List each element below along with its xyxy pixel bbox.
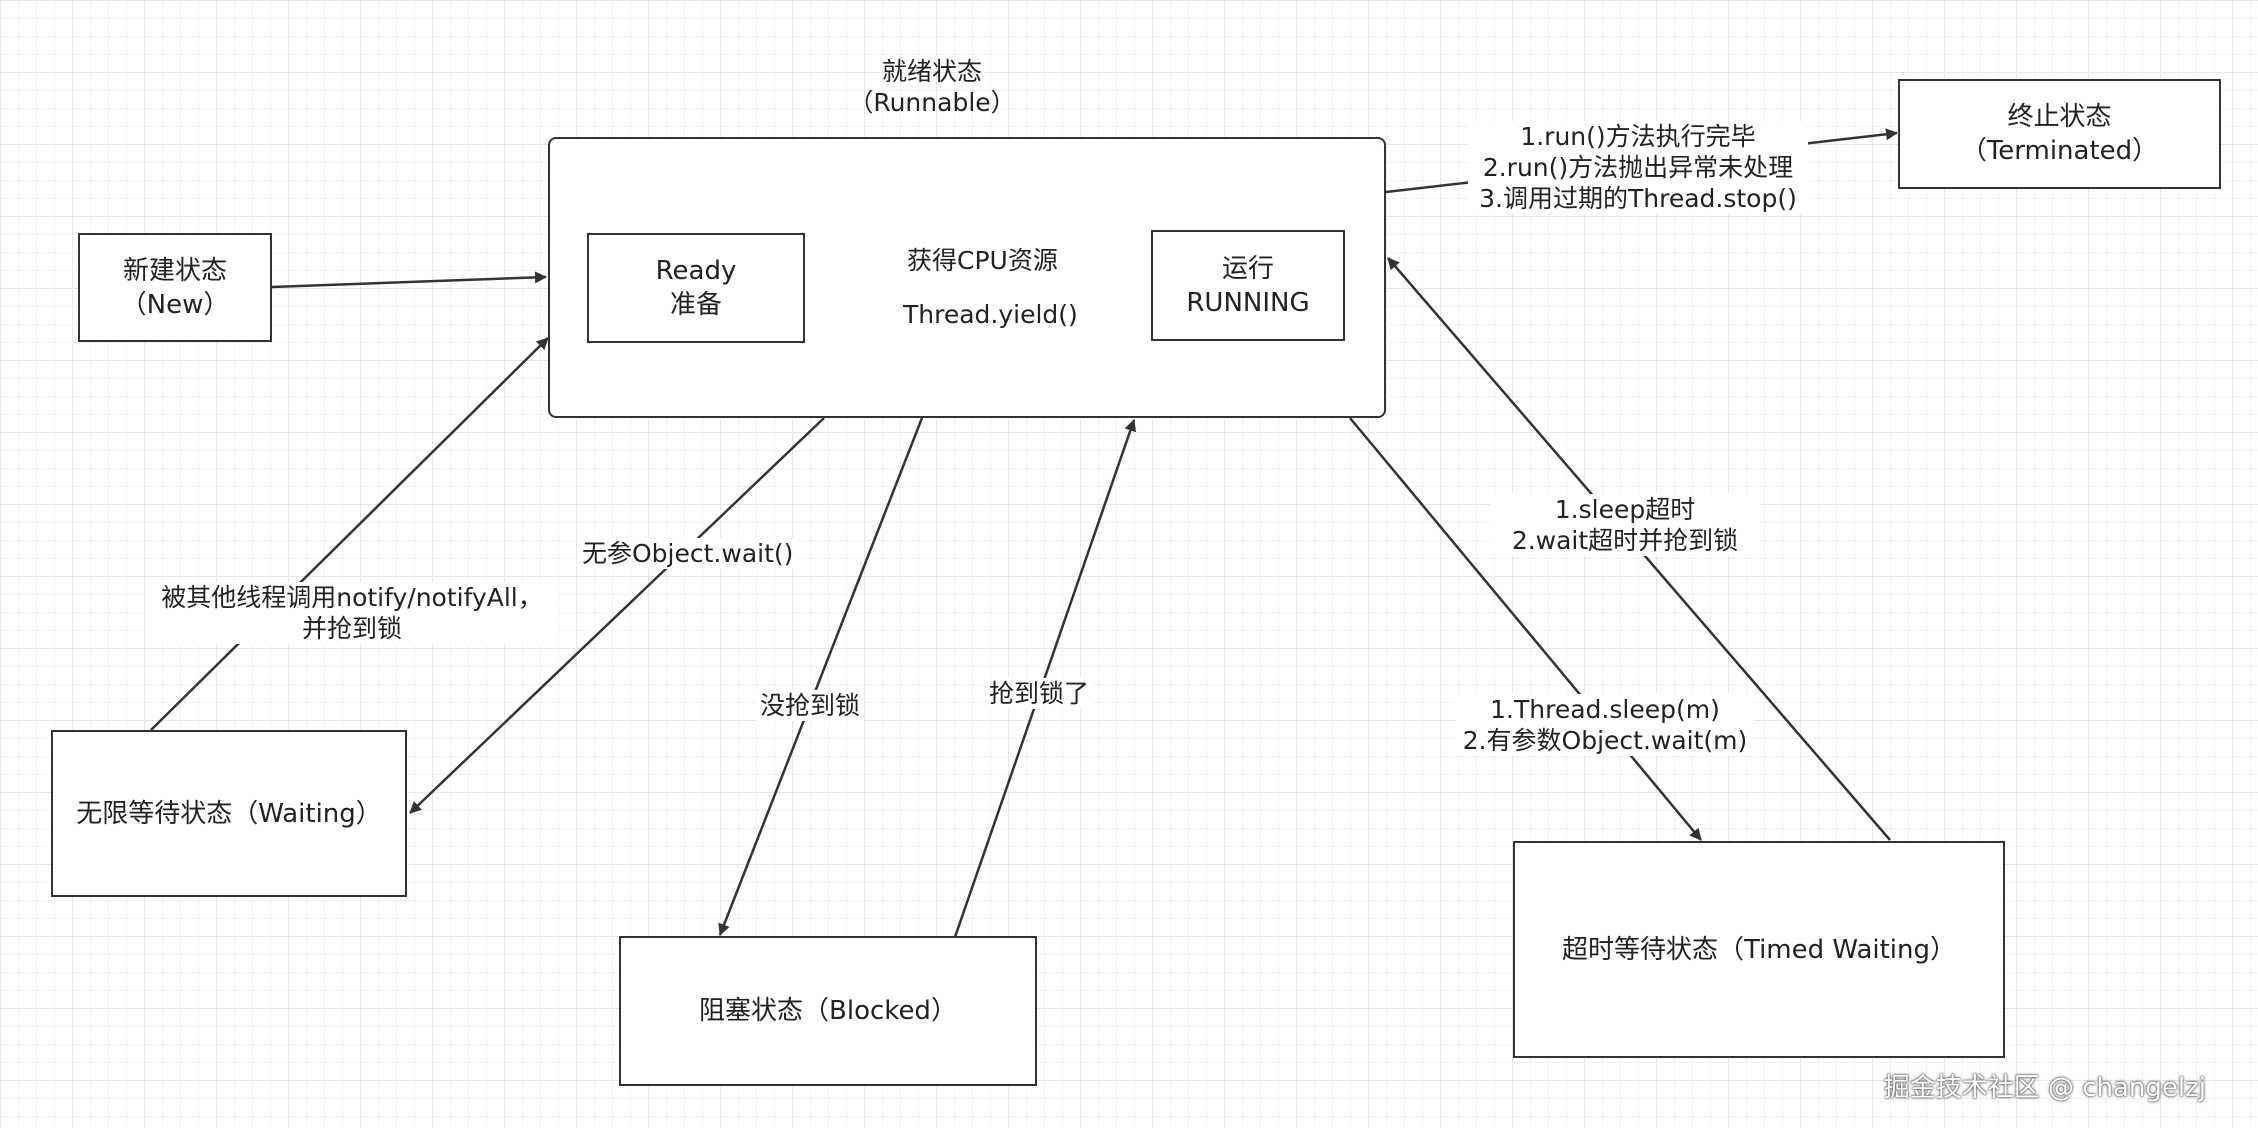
label-notify: 被其他线程调用notify/notifyAll， 并抢到锁 [148, 582, 556, 644]
label-to-timed-line1: 1.Thread.sleep(m) [1490, 695, 1720, 724]
runnable-title-line1: 就绪状态 [881, 57, 982, 86]
running-state-line2: RUNNING [1186, 287, 1310, 318]
waiting-state-box: 无限等待状态（Waiting） [51, 730, 407, 897]
timed-waiting-state-box: 超时等待状态（Timed Waiting） [1513, 841, 2005, 1058]
arrow-waiting-to-runnable [150, 337, 549, 731]
waiting-state-label: 无限等待状态（Waiting） [76, 798, 382, 829]
label-get-cpu: 获得CPU资源 [903, 245, 1062, 276]
ready-state-box: Ready 准备 [587, 233, 805, 343]
label-from-timed-line1: 1.sleep超时 [1554, 495, 1696, 524]
label-terminate-line1: 1.run()方法执行完毕 [1520, 122, 1756, 151]
label-terminate-line3: 3.调用过期的Thread.stop() [1479, 184, 1797, 213]
label-terminate-line2: 2.run()方法抛出异常未处理 [1482, 153, 1794, 182]
watermark: 掘金技术社区 @ changelzj [1883, 1073, 2206, 1103]
label-no-lock: 没抢到锁 [756, 690, 865, 721]
blocked-state-box: 阻塞状态（Blocked） [619, 936, 1037, 1086]
new-state-box: 新建状态 （New） [78, 233, 272, 342]
label-yield: Thread.yield() [899, 299, 1082, 330]
runnable-title: 就绪状态 （Runnable） [828, 56, 1036, 118]
label-notify-line2: 并抢到锁 [301, 614, 402, 643]
timed-waiting-state-label: 超时等待状态（Timed Waiting） [1562, 934, 1956, 965]
label-from-timed-waiting: 1.sleep超时 2.wait超时并抢到锁 [1490, 494, 1760, 556]
new-state-line2: （New） [120, 289, 230, 320]
running-state-line1: 运行 [1221, 253, 1274, 284]
arrow-runnable-to-blocked [718, 417, 924, 936]
blocked-state-label: 阻塞状态（Blocked） [699, 996, 957, 1026]
runnable-title-line2: （Runnable） [848, 88, 1016, 117]
label-notify-line1: 被其他线程调用notify/notifyAll， [161, 583, 543, 612]
label-from-timed-line2: 2.wait超时并抢到锁 [1511, 526, 1739, 555]
terminated-state-box: 终止状态 （Terminated） [1898, 79, 2221, 189]
arrow-runnable-to-waiting [409, 417, 825, 814]
label-to-timed-line2: 2.有参数Object.wait(m) [1462, 726, 1748, 755]
label-got-lock: 抢到锁了 [985, 678, 1094, 709]
ready-state-line1: Ready [655, 256, 737, 286]
arrow-runnable-to-timed [1349, 417, 1702, 841]
arrow-new-to-runnable [271, 271, 547, 289]
running-state-box: 运行 RUNNING [1151, 230, 1345, 341]
terminated-state-line1: 终止状态 [2007, 102, 2112, 132]
terminated-state-line2: （Terminated） [1960, 136, 2159, 166]
label-to-timed-waiting: 1.Thread.sleep(m) 2.有参数Object.wait(m) [1456, 694, 1754, 756]
ready-state-line2: 准备 [669, 290, 722, 320]
new-state-line1: 新建状态 [122, 255, 227, 286]
label-wait-no-arg: 无参Object.wait() [578, 538, 798, 569]
label-terminate: 1.run()方法执行完毕 2.run()方法抛出异常未处理 3.调用过期的Th… [1468, 121, 1808, 214]
